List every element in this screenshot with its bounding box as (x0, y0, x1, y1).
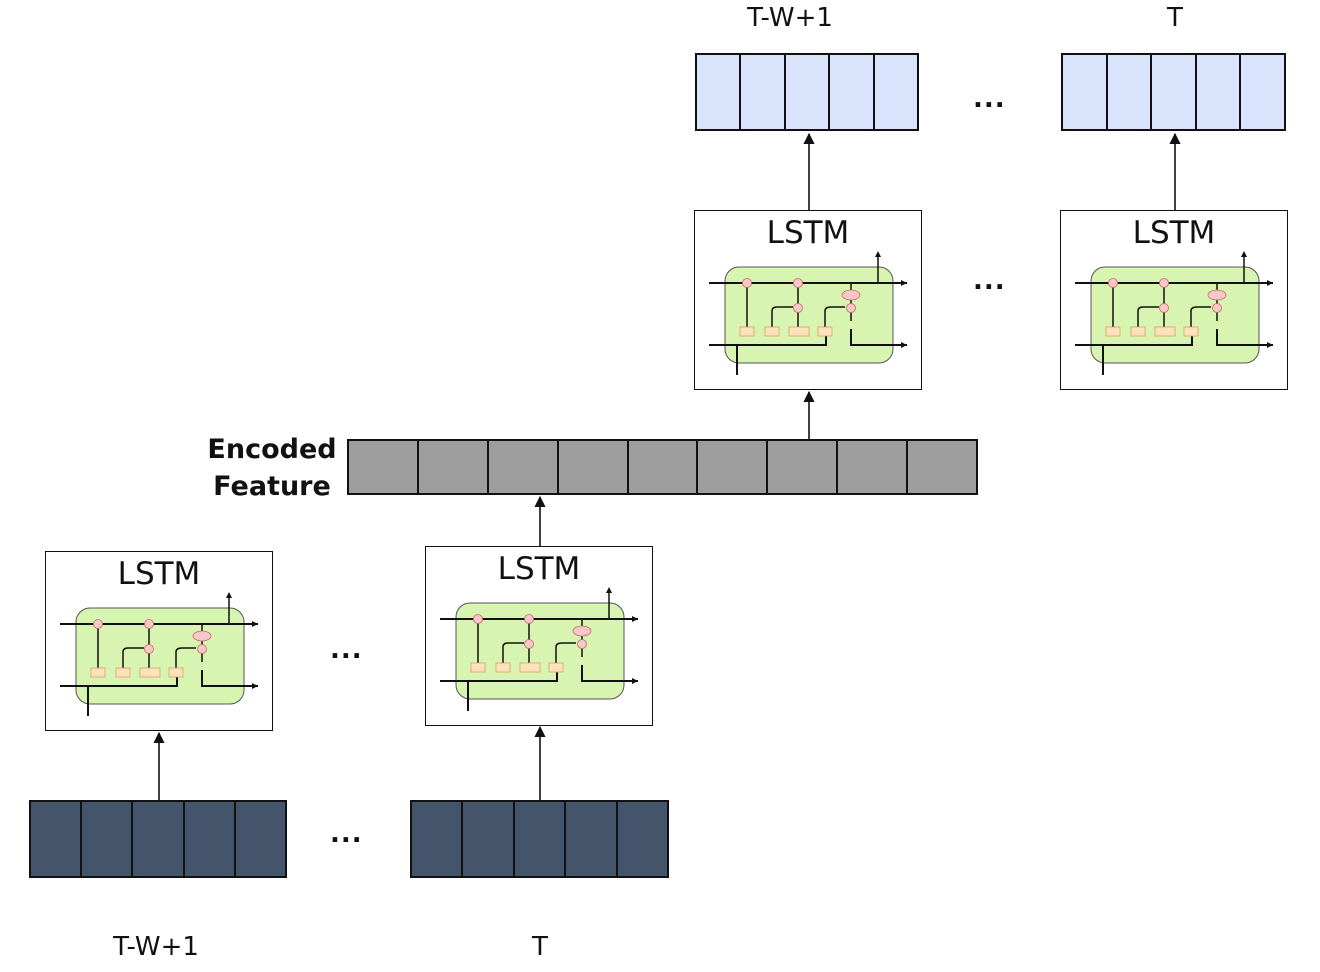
ellipsis-decoder: ... (973, 266, 1006, 296)
encoded-feature-label: Encoded Feature (204, 431, 340, 505)
output-cell (697, 55, 739, 129)
input-cell (80, 802, 131, 876)
input-cell (182, 802, 234, 876)
lstm-cell-diagram (1075, 251, 1273, 375)
lstm-decoder-start: LSTM (694, 210, 922, 390)
input-sequence-end (410, 800, 669, 878)
ellipsis-input: ... (330, 819, 363, 849)
feature-cell (416, 441, 487, 493)
ellipsis-output: ... (973, 84, 1006, 114)
input-cell (564, 802, 615, 876)
bottom-label-end: T (532, 932, 548, 962)
lstm-cell-diagram (440, 587, 638, 711)
top-label-end: T (1167, 3, 1183, 33)
output-cell (783, 55, 828, 129)
lstm-encoder-start: LSTM (45, 551, 273, 731)
input-cell (461, 802, 512, 876)
input-cell (512, 802, 564, 876)
input-cell (131, 802, 182, 876)
output-sequence-start (695, 53, 919, 131)
feature-cell (766, 441, 836, 493)
input-cell (412, 802, 461, 876)
feature-cell (906, 441, 976, 493)
feature-cell (349, 441, 417, 493)
feature-cell (696, 441, 766, 493)
output-cell (872, 55, 917, 129)
input-cell (233, 802, 285, 876)
lstm-title: LSTM (1132, 215, 1216, 251)
lstm-cell-diagram (709, 251, 907, 375)
output-cell (739, 55, 783, 129)
lstm-cell-diagram (60, 592, 258, 716)
output-sequence-end (1061, 53, 1286, 131)
bottom-label-start: T-W+1 (113, 932, 199, 962)
ellipsis-encoder: ... (330, 635, 363, 665)
input-sequence-start (29, 800, 287, 878)
lstm-title: LSTM (117, 556, 201, 592)
input-cell (31, 802, 80, 876)
encoded-feature-line1: Encoded (207, 434, 337, 465)
lstm-title: LSTM (766, 215, 850, 251)
output-cell (1239, 55, 1284, 129)
lstm-title: LSTM (497, 551, 581, 587)
encoded-feature-vector (347, 439, 978, 495)
output-cell (828, 55, 872, 129)
input-cell (615, 802, 667, 876)
lstm-decoder-end: LSTM (1060, 210, 1288, 390)
feature-cell (486, 441, 557, 493)
feature-cell (626, 441, 697, 493)
lstm-encoder-end: LSTM (425, 546, 653, 726)
output-cell (1105, 55, 1151, 129)
feature-cell (556, 441, 627, 493)
output-cell (1063, 55, 1106, 129)
output-cell (1150, 55, 1195, 129)
output-cell (1194, 55, 1240, 129)
feature-cell (836, 441, 906, 493)
encoded-feature-line2: Feature (213, 471, 331, 502)
top-label-start: T-W+1 (747, 3, 833, 33)
